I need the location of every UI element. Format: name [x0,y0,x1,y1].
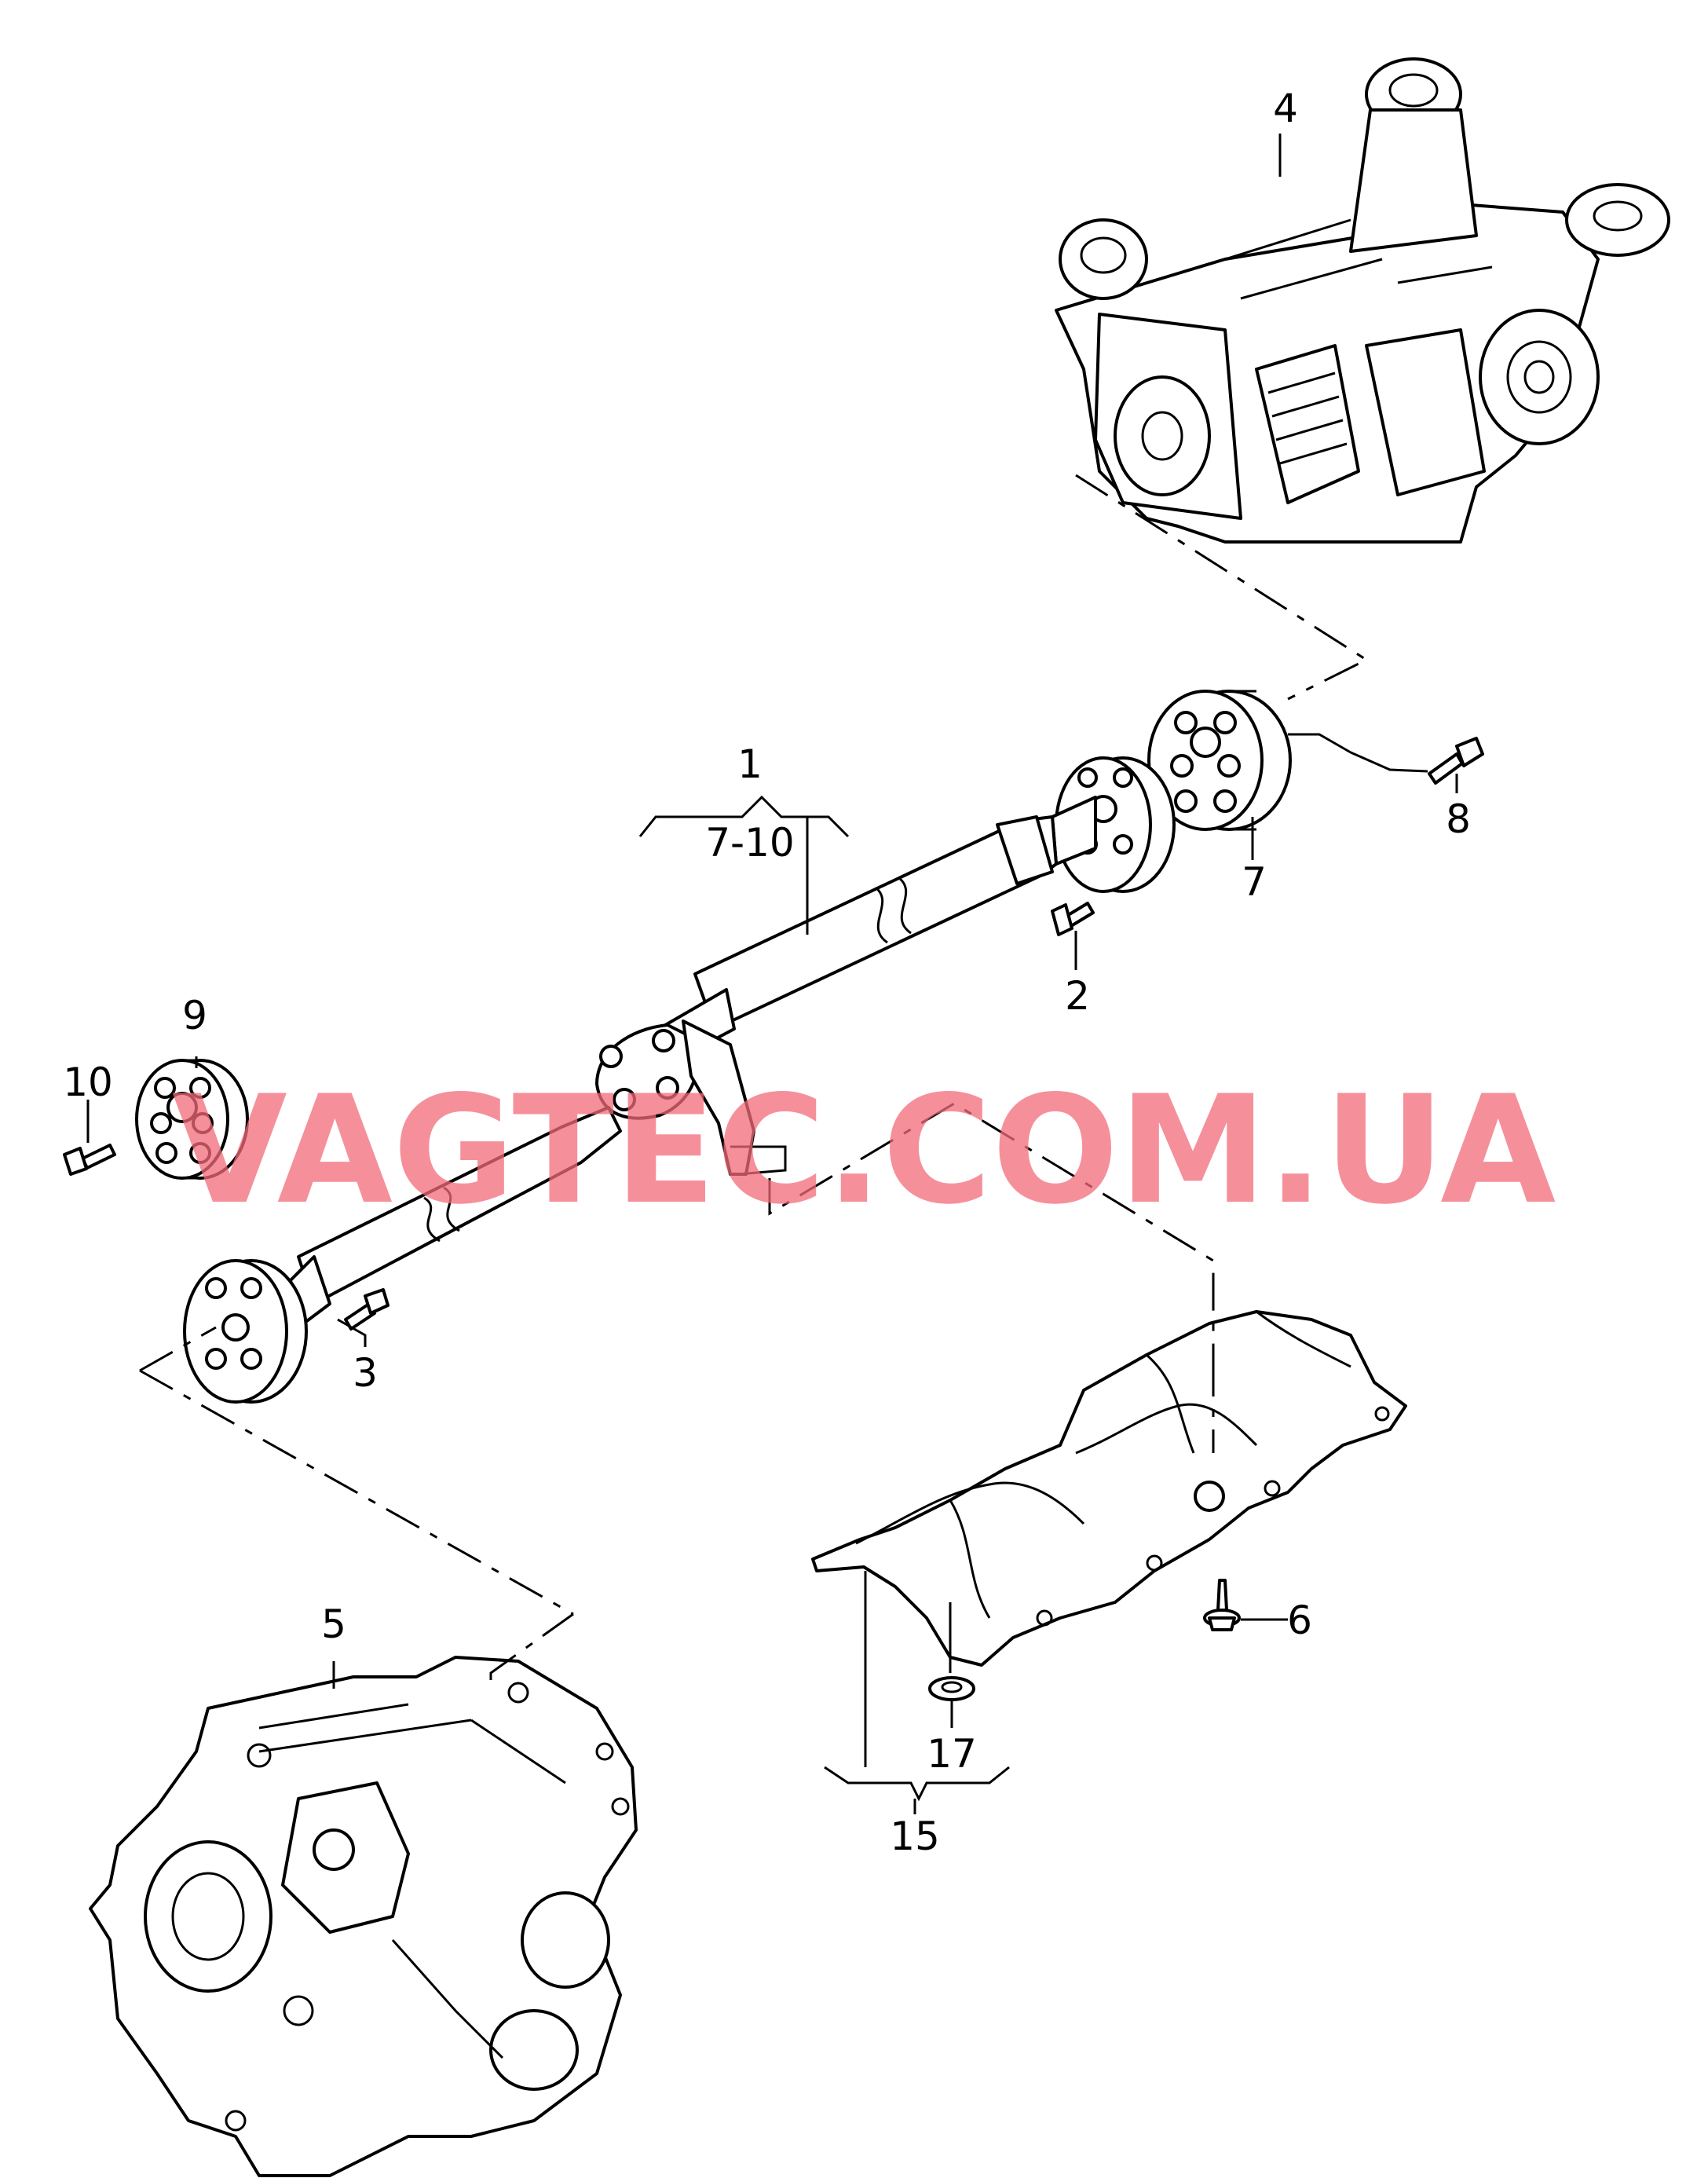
callout-7: 7 [1242,859,1267,905]
watermark-text: VAGTEC.COM.UA [172,1063,1556,1237]
screw-6 [1203,1579,1241,1631]
propshaft [289,796,1097,1329]
callout-1-range: 7-10 [705,820,794,866]
gearbox [89,1656,638,2177]
callout-10: 10 [63,1060,113,1105]
callout-1: 1 [737,741,763,787]
shaft-front-flange [183,1259,308,1404]
callout-15: 15 [890,1814,940,1859]
callout-6: 6 [1287,1598,1312,1643]
rear-differential [1055,57,1670,544]
callout-3: 3 [353,1350,378,1396]
flex-disc-9 [135,1059,249,1180]
bolt-3 [344,1288,390,1331]
callout-4: 4 [1273,86,1298,131]
flex-disc-7 [1147,690,1292,831]
callout-9: 9 [182,993,207,1038]
clip-nut-17 [928,1676,975,1701]
assembly-lines [139,474,1370,1681]
bolt-10 [63,1144,116,1176]
heat-shield [811,1310,1407,1667]
bolt-2 [1051,902,1095,936]
callout-17: 17 [927,1731,977,1777]
leader-lines [86,134,1458,1814]
callout-2: 2 [1065,973,1090,1019]
callout-8: 8 [1446,796,1471,842]
callout-5: 5 [321,1601,346,1647]
bolt-8 [1428,737,1484,785]
